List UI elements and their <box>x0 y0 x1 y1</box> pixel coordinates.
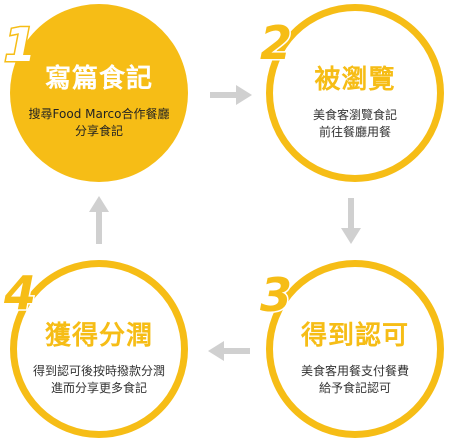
step-4-desc-line-2: 進而分享更多食記 <box>50 381 147 395</box>
step-3-circle: 得到認可 美食客用餐支付餐費 給予食記認可 <box>266 260 444 438</box>
step-4-desc-line-1: 得到認可後按時撥款分潤 <box>32 364 165 378</box>
step-3-desc-line-1: 美食客用餐支付餐費 <box>300 364 409 378</box>
step-1-description: 搜尋Food Marco合作餐廳 分享食記 <box>10 106 188 140</box>
step-3-number: 3 <box>258 268 293 322</box>
step-1-number: 1 <box>2 18 37 72</box>
step-2-number: 2 <box>258 16 293 70</box>
arrow-down-icon <box>340 198 362 246</box>
arrow-right-icon <box>210 84 252 106</box>
step-1-circle: 寫篇食記 搜尋Food Marco合作餐廳 分享食記 <box>10 4 188 182</box>
step-2-title: 被瀏覽 <box>314 65 396 95</box>
step-2-desc-line-1: 美食客瀏覽食記 <box>312 108 397 122</box>
step-3-desc-line-2: 給予食記認可 <box>318 381 391 395</box>
step-2-description: 美食客瀏覽食記 前往餐廳用餐 <box>273 107 437 141</box>
arrow-left-icon <box>206 340 250 362</box>
step-2-circle: 被瀏覽 美食客瀏覽食記 前往餐廳用餐 <box>266 4 444 182</box>
step-4-circle: 獲得分潤 得到認可後按時撥款分潤 進而分享更多食記 <box>10 260 188 438</box>
step-4-description: 得到認可後按時撥款分潤 進而分享更多食記 <box>17 363 181 397</box>
step-1-title: 寫篇食記 <box>44 64 153 94</box>
step-3-description: 美食客用餐支付餐費 給予食記認可 <box>273 363 437 397</box>
step-1-desc-line-2: 分享食記 <box>74 124 123 138</box>
arrow-up-icon <box>88 196 110 244</box>
step-2-desc-line-2: 前往餐廳用餐 <box>318 125 391 139</box>
step-4-number: 4 <box>2 266 37 320</box>
step-4-title: 獲得分潤 <box>44 321 153 351</box>
step-1-desc-line-1: 搜尋Food Marco合作餐廳 <box>28 107 170 121</box>
step-3-title: 得到認可 <box>300 321 409 351</box>
